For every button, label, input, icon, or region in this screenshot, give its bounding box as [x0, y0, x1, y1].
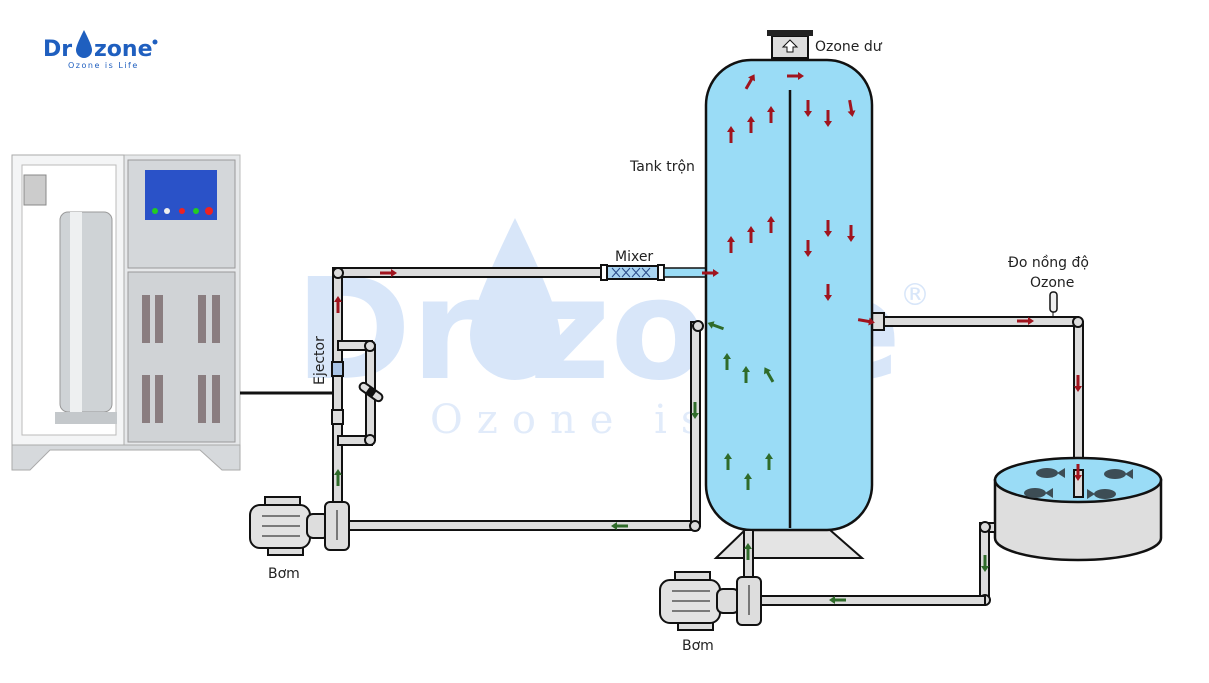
flow-arrow-icon — [744, 543, 752, 560]
label-mixing-tank: Tank trộn — [629, 159, 695, 175]
label-mixer: Mixer — [615, 249, 653, 265]
flow-arrow-icon — [691, 402, 699, 419]
pipe-outlet — [871, 316, 1079, 327]
label-ozone-meter-2: Ozone — [1030, 275, 1074, 291]
flow-arrow-icon — [727, 126, 735, 143]
flow-arrow-icon — [334, 469, 342, 486]
flow-arrow-icon — [804, 240, 812, 257]
valve-icon — [358, 381, 384, 403]
flow-arrow-icon — [764, 367, 775, 383]
flow-arrow-icon — [723, 353, 731, 370]
flow-arrow-icon — [742, 366, 750, 383]
flow-arrow-icon — [611, 522, 628, 530]
flow-arrow-icon — [847, 99, 856, 117]
tank-stand — [713, 529, 865, 559]
flow-arrow-icon — [767, 216, 775, 233]
flow-arrow-icon — [747, 116, 755, 133]
flow-arrow-icon — [857, 317, 875, 326]
logo: Dr zone Ozone is Life — [43, 30, 158, 70]
flow-arrow-icon — [767, 106, 775, 123]
watermark-registered: ® — [900, 278, 930, 313]
pump-left — [249, 496, 350, 556]
logo-drop-icon — [76, 30, 92, 58]
label-pump-right: Bơm — [682, 638, 714, 654]
flow-arrow-icon — [744, 473, 752, 490]
vent-up-icon — [781, 39, 799, 53]
flow-arrow-icon — [707, 321, 725, 331]
flow-arrow-icon — [724, 453, 732, 470]
mixing-tank — [704, 30, 874, 579]
flow-arrow-icon — [981, 555, 989, 572]
mixer — [604, 265, 662, 280]
flow-arrow-icon — [702, 269, 719, 277]
flow-arrow-icon — [765, 453, 773, 470]
flow-arrows — [334, 72, 1082, 604]
flow-arrow-icon — [380, 269, 397, 277]
label-excess-ozone: Ozone dư — [815, 39, 883, 55]
pipe-top — [332, 267, 606, 278]
watermark-drop-icon — [470, 218, 560, 380]
flow-arrow-icon — [1017, 317, 1034, 325]
flow-arrow-icon — [804, 100, 812, 117]
flow-arrow-icon — [1074, 375, 1082, 392]
flow-arrow-icon — [1074, 464, 1082, 481]
flow-arrow-icon — [727, 236, 735, 253]
label-ozone-meter-1: Đo nồng độ — [1008, 254, 1089, 271]
flow-arrow-icon — [847, 225, 855, 242]
flow-arrow-icon — [747, 226, 755, 243]
logo-brand-right: zone — [94, 37, 153, 62]
flow-arrow-icon — [829, 596, 846, 604]
label-pump-left: Bơm — [268, 566, 300, 582]
flow-arrow-icon — [824, 110, 832, 127]
logo-brand-left: Dr — [43, 37, 72, 62]
flow-arrow-icon — [824, 284, 832, 301]
fish-icons — [1024, 468, 1133, 499]
pump-right — [659, 571, 762, 631]
pipe-bottom-return — [347, 520, 699, 531]
flow-arrow-icon — [787, 72, 804, 80]
ozone-generator-machine — [11, 154, 241, 471]
flow-arrow-icon — [334, 296, 342, 313]
label-ejector: Ejector — [312, 336, 328, 385]
ejector — [331, 361, 344, 377]
ozone-sensor — [1049, 291, 1058, 313]
flow-arrow-icon — [824, 220, 832, 237]
logo-tagline: Ozone is Life — [68, 61, 139, 70]
flow-arrow-icon — [744, 74, 755, 90]
